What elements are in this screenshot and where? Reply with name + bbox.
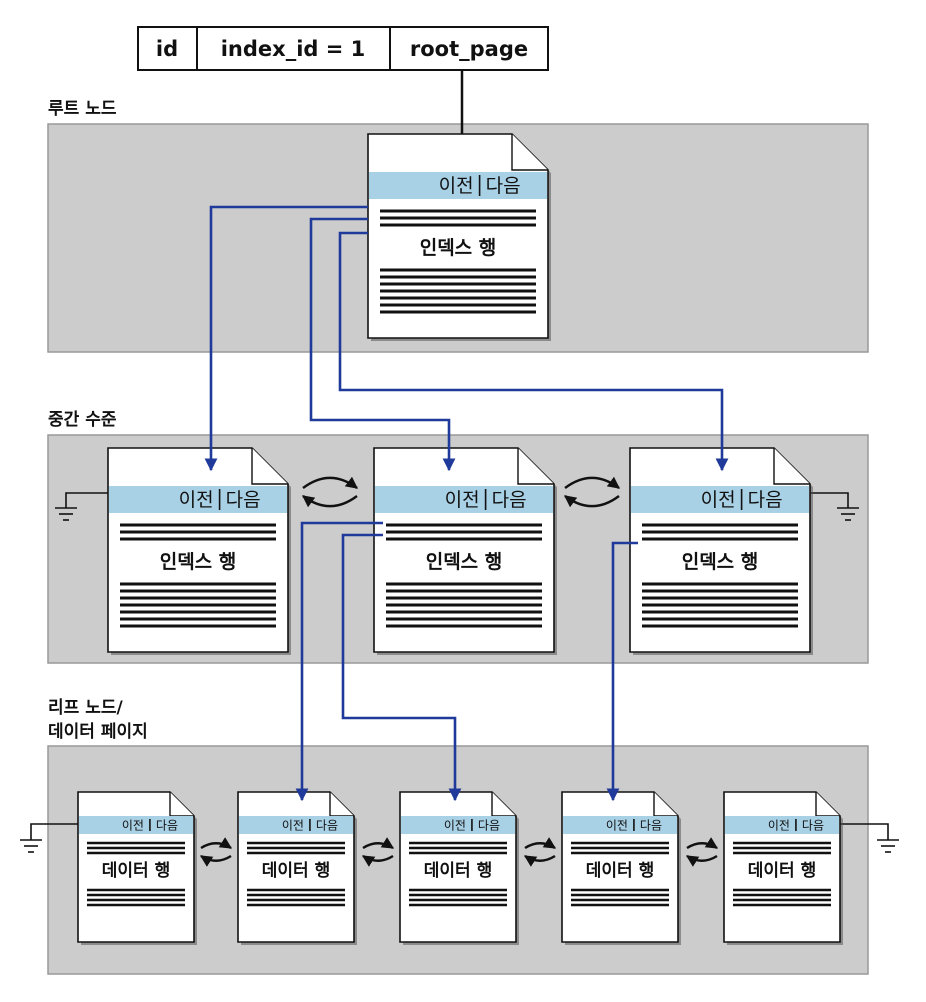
pointer-root-to-int3 xyxy=(338,231,729,472)
next-page-label: 다음 xyxy=(748,489,783,511)
next-page-label: 다음 xyxy=(316,818,338,832)
pointer-int2-to-leaf3 xyxy=(341,533,462,802)
page-header-bar xyxy=(725,816,839,834)
page-header-bar xyxy=(375,486,553,513)
prev-page-label: 이전 xyxy=(606,818,628,832)
next-page-label: 다음 xyxy=(478,818,500,832)
page-header-bar xyxy=(239,816,353,834)
bidirectional-arrows-icon xyxy=(361,837,395,867)
data-rows-label: 데이터 행 xyxy=(748,861,816,881)
pointer-root-to-int2 xyxy=(309,217,456,472)
ground-icon xyxy=(20,823,78,853)
page-header-bar xyxy=(369,172,547,199)
header-cell-root-page: root_page xyxy=(410,37,528,61)
page-header-bar xyxy=(631,486,809,513)
next-page-label: 다음 xyxy=(156,818,178,832)
root-level-label: 루트 노드 xyxy=(48,99,117,119)
pointer-int3-to-leaf4 xyxy=(606,541,638,802)
next-page-label: 다음 xyxy=(640,818,662,832)
data-rows-label: 데이터 행 xyxy=(102,861,170,881)
page-header-bar xyxy=(109,486,287,513)
intermediate-level-label: 중간 수준 xyxy=(48,410,117,430)
index-header-table: id index_id = 1 root_page xyxy=(137,26,549,71)
bidirectional-arrows-icon xyxy=(564,476,620,508)
ground-icon xyxy=(810,492,859,521)
child-pointers xyxy=(204,205,729,802)
ground-icon xyxy=(840,823,899,853)
prev-page-label: 이전 xyxy=(439,175,474,197)
next-page-label: 다음 xyxy=(802,818,824,832)
prev-page-label: 이전 xyxy=(179,489,214,511)
prev-page-label: 이전 xyxy=(768,818,790,832)
data-rows-label: 데이터 행 xyxy=(262,861,330,881)
data-rows-label: 데이터 행 xyxy=(586,861,654,881)
prev-page-label: 이전 xyxy=(445,489,480,511)
index-rows-label: 인덱스 행 xyxy=(420,237,497,259)
next-page-label: 다음 xyxy=(492,489,527,511)
leaf-level-label-line1: 리프 노드/ xyxy=(48,698,123,718)
header-cell-index-id: index_id = 1 xyxy=(221,37,366,61)
page-header-bar xyxy=(79,816,193,834)
prev-page-label: 이전 xyxy=(122,818,144,832)
prev-page-label: 이전 xyxy=(282,818,304,832)
index-rows-label: 인덱스 행 xyxy=(682,551,759,573)
data-rows-label: 데이터 행 xyxy=(424,861,492,881)
bidirectional-arrows-icon xyxy=(199,837,233,867)
pointer-int2-to-leaf2 xyxy=(295,521,383,802)
index-rows-label: 인덱스 행 xyxy=(160,551,237,573)
prev-page-label: 이전 xyxy=(444,818,466,832)
leaf-level-label-line2: 데이터 페이지 xyxy=(48,722,148,742)
index-rows-label: 인덱스 행 xyxy=(426,551,503,573)
prev-page-label: 이전 xyxy=(701,489,736,511)
page-header-bar xyxy=(563,816,677,834)
next-page-label: 다음 xyxy=(226,489,261,511)
bidirectional-arrows-icon xyxy=(302,476,358,508)
bidirectional-arrows-icon xyxy=(523,837,557,867)
header-cell-id: id xyxy=(156,37,178,61)
pointer-root-to-int1 xyxy=(204,205,368,472)
next-page-label: 다음 xyxy=(486,175,521,197)
page-header-bar xyxy=(401,816,515,834)
bidirectional-arrows-icon xyxy=(685,837,719,867)
ground-icon xyxy=(55,492,108,521)
